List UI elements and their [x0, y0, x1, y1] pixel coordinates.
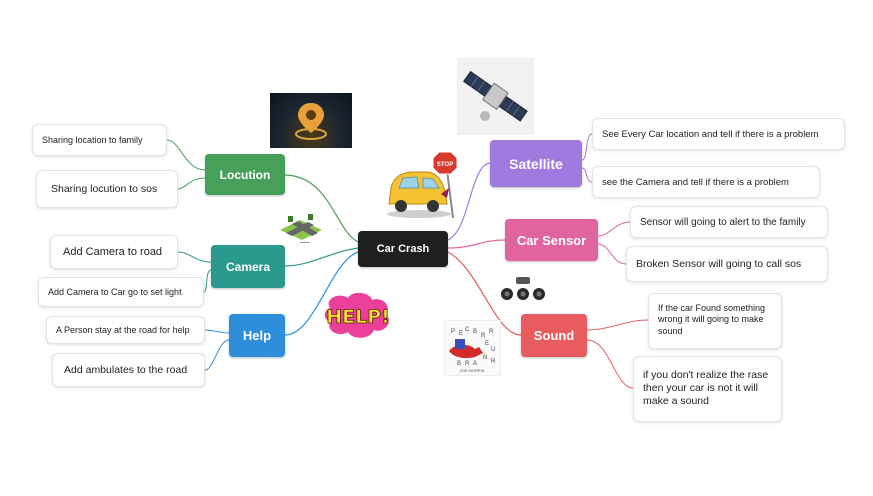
- help-item-2[interactable]: Add ambulates to the road: [52, 353, 205, 387]
- satellite-icon: [463, 70, 528, 122]
- crossword-icon: B R R E U N C B R A R P E JOE MORRIS: [449, 327, 496, 373]
- stop-sign-text: STOP: [437, 162, 453, 168]
- link-center-sound: [447, 251, 522, 336]
- link-center-camera: [284, 247, 359, 267]
- svg-text:E: E: [485, 341, 489, 347]
- help-sticker-text: HELP!: [326, 306, 390, 328]
- intersection-icon: [280, 214, 322, 243]
- svg-text:R: R: [491, 359, 496, 365]
- branch-satellite-label: Satellite: [509, 155, 563, 172]
- map-pin-icon: [295, 103, 327, 140]
- svg-text:C: C: [465, 327, 470, 333]
- satellite-item-1[interactable]: See Every Car location and tell if there…: [592, 118, 845, 150]
- sensor-devices-image: [500, 275, 548, 303]
- branch-location-node[interactable]: Locution: [205, 154, 285, 195]
- sound-item-2[interactable]: if you don't realize the rase then your …: [633, 356, 782, 422]
- svg-text:P: P: [451, 329, 455, 335]
- camera-item-1[interactable]: Add Camera to road: [50, 235, 178, 269]
- branch-location-label: Locution: [219, 167, 271, 182]
- central-topic-label: Car Crash: [376, 243, 430, 255]
- link-center-location: [284, 174, 359, 243]
- svg-text:N: N: [483, 355, 487, 361]
- location-item-2[interactable]: Sharing locution to sos: [36, 170, 178, 208]
- satellite-item-2[interactable]: see the Camera and tell if there is a pr…: [592, 166, 820, 198]
- branch-sensor-node[interactable]: Car Sensor: [505, 219, 598, 261]
- svg-text:E: E: [459, 331, 463, 337]
- svg-text:R: R: [465, 361, 470, 367]
- branch-camera-node[interactable]: Camera: [211, 245, 285, 288]
- help-item-1[interactable]: A Person stay at the road for help: [46, 316, 205, 344]
- road-intersection-image: [278, 208, 324, 246]
- branch-satellite-node[interactable]: Satellite: [490, 140, 582, 187]
- sensor-icon: [501, 277, 545, 300]
- svg-text:U: U: [491, 347, 495, 353]
- crossword-image: B R R E U N C B R A R P E JOE MORRIS: [444, 320, 501, 376]
- branch-help-node[interactable]: Help: [229, 314, 285, 357]
- branch-sound-node[interactable]: Sound: [521, 314, 587, 357]
- crossword-caption: JOE MORRIS: [460, 368, 485, 373]
- svg-text:R: R: [481, 333, 486, 339]
- link-center-help: [284, 251, 359, 336]
- sensor-item-1[interactable]: Sensor will going to alert to the family: [630, 206, 828, 238]
- svg-text:R: R: [489, 329, 494, 335]
- svg-text:B: B: [457, 361, 461, 367]
- svg-text:B: B: [473, 329, 477, 335]
- central-topic-node[interactable]: Car Crash: [358, 231, 448, 267]
- branch-camera-label: Camera: [225, 259, 271, 274]
- sensor-item-2[interactable]: Broken Sensor will going to call sos: [626, 246, 828, 282]
- branch-help-label: Help: [242, 328, 272, 343]
- help-sticker-image: HELP!: [322, 290, 394, 342]
- help-burst-icon: HELP!: [324, 292, 390, 338]
- car-crash-image: STOP: [383, 148, 463, 220]
- camera-item-2[interactable]: Add Camera to Car go to set light: [38, 277, 204, 307]
- branch-sound-label: Sound: [533, 328, 575, 343]
- crashed-car-icon: STOP: [387, 151, 458, 219]
- svg-text:A: A: [473, 361, 477, 367]
- location-pin-image: [270, 93, 352, 148]
- link-center-satellite: [447, 162, 491, 241]
- location-item-1[interactable]: Sharing location to family: [32, 124, 167, 156]
- link-center-sensor: [447, 239, 506, 249]
- branch-sensor-label: Car Sensor: [516, 232, 587, 248]
- satellite-image: [457, 58, 534, 135]
- sound-item-1[interactable]: If the car Found something wrong it will…: [648, 293, 782, 349]
